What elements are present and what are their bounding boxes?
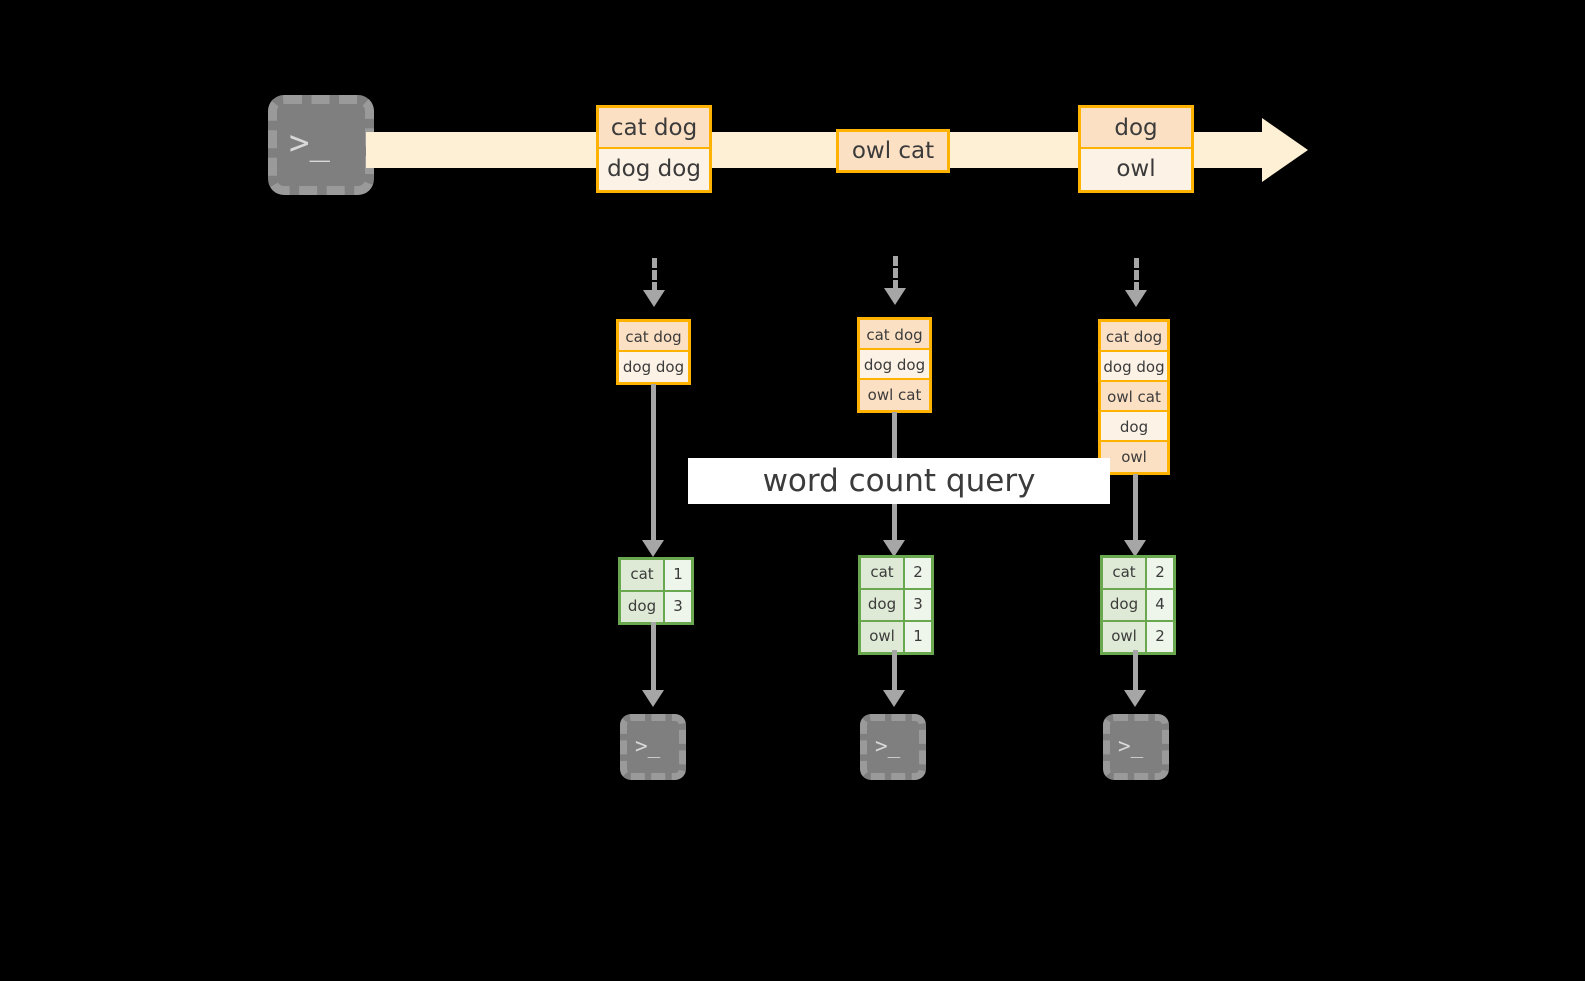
terminal-prompt-glyph: >_ [635,733,661,758]
stream-record-line: owl cat [839,132,947,170]
stream-record-2: owl cat [836,129,950,173]
count-word: dog [1103,590,1147,620]
consumer-2-count-table: cat 2 dog 3 owl 1 [858,555,934,655]
output-arrow-line-3 [1133,650,1138,694]
count-word: owl [861,622,905,652]
query-arrow-line-1 [651,384,656,544]
count-word: cat [1103,558,1147,588]
terminal-prompt-glyph: >_ [1118,733,1144,758]
stream-record-line: dog dog [599,149,709,190]
output-arrow-head-2 [883,690,905,707]
consumer-3-count-table: cat 2 dog 4 owl 2 [1100,555,1176,655]
table-row: owl 2 [1103,622,1173,652]
count-word: dog [621,592,665,622]
output-arrow-head-1 [642,690,664,707]
stream-arrow-head [1262,118,1308,182]
count-value: 4 [1147,590,1173,620]
log-row: cat dog [1101,322,1167,352]
terminal-prompt-glyph: >_ [875,733,901,758]
table-row: dog 3 [621,592,691,622]
consumer-1-log-table: cat dog dog dog [616,319,691,385]
log-row: cat dog [619,322,688,352]
query-arrow-line-3 [1133,474,1138,544]
count-value: 3 [905,590,931,620]
table-row: owl 1 [861,622,931,652]
stream-record-line: cat dog [599,108,709,149]
stream-record-3: dog owl [1078,105,1194,193]
count-value: 1 [665,560,691,590]
log-row: owl [1101,442,1167,472]
consume-arrow-dash-1 [652,258,657,292]
log-row: dog dog [619,352,688,382]
log-row: cat dog [860,320,929,350]
count-word: owl [1103,622,1147,652]
count-value: 2 [1147,622,1173,652]
count-word: cat [621,560,665,590]
consume-arrow-head-1 [643,290,665,307]
count-word: dog [861,590,905,620]
log-row: owl cat [1101,382,1167,412]
table-row: dog 4 [1103,590,1173,622]
output-arrow-head-3 [1124,690,1146,707]
consumer-2-log-table: cat dog dog dog owl cat [857,317,932,413]
query-arrow-head-1 [642,540,664,557]
log-row: dog dog [860,350,929,380]
count-value: 2 [1147,558,1173,588]
producer-terminal-icon: >_ [268,95,374,195]
count-word: cat [861,558,905,588]
query-label: word count query [762,463,1036,499]
consume-arrow-head-2 [884,288,906,305]
consumer-3-sink-terminal-icon: >_ [1103,714,1169,780]
consume-arrow-dash-3 [1134,258,1139,292]
count-value: 2 [905,558,931,588]
output-arrow-line-2 [892,650,897,694]
consume-arrow-head-3 [1125,290,1147,307]
query-arrow-head-3 [1124,540,1146,557]
log-row: dog [1101,412,1167,442]
consumer-2-sink-terminal-icon: >_ [860,714,926,780]
table-row: cat 1 [621,560,691,592]
log-row: dog dog [1101,352,1167,382]
table-row: cat 2 [1103,558,1173,590]
log-row: owl cat [860,380,929,410]
consumer-1-count-table: cat 1 dog 3 [618,557,694,625]
stream-record-1: cat dog dog dog [596,105,712,193]
count-value: 1 [905,622,931,652]
terminal-prompt-glyph: >_ [289,123,330,163]
consumer-1-sink-terminal-icon: >_ [620,714,686,780]
count-value: 3 [665,592,691,622]
stream-record-line: dog [1081,108,1191,149]
query-label-band [688,458,1110,504]
query-arrow-head-2 [883,540,905,557]
output-arrow-line-1 [651,622,656,694]
consumer-3-log-table: cat dog dog dog owl cat dog owl [1098,319,1170,475]
table-row: dog 3 [861,590,931,622]
table-row: cat 2 [861,558,931,590]
consume-arrow-dash-2 [893,256,898,290]
stream-record-line: owl [1081,149,1191,190]
